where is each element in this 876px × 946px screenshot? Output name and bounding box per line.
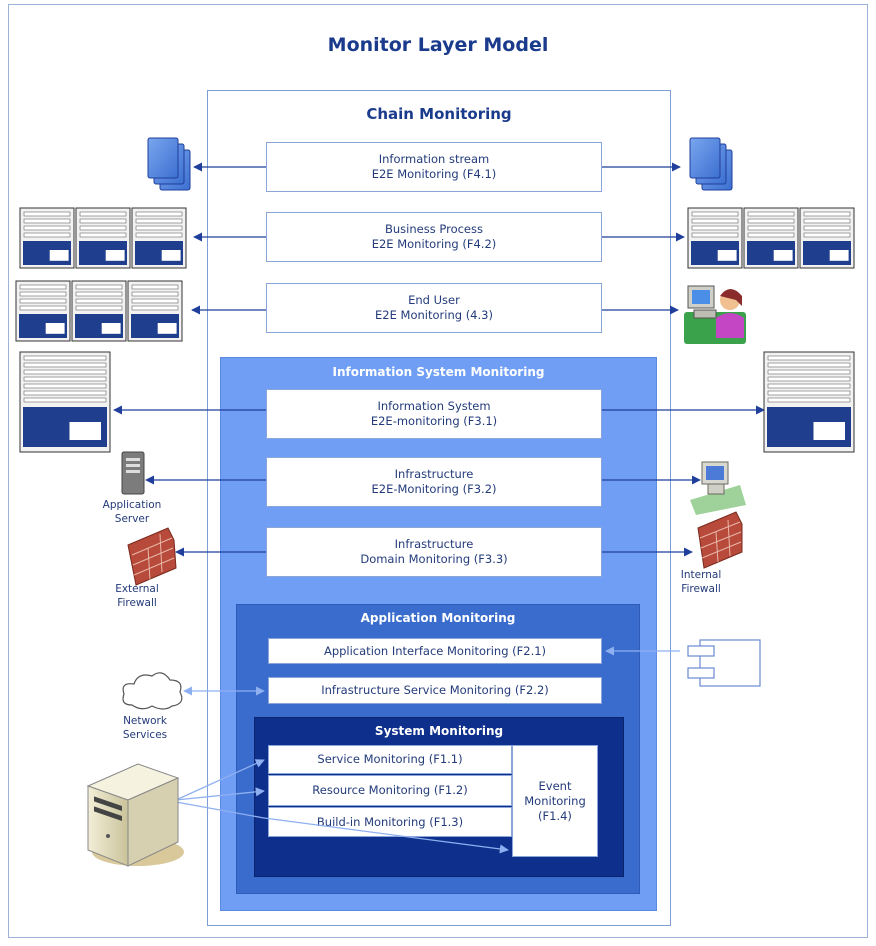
screen-form-icon [15,280,71,342]
application-interface-box: Application Interface Monitoring (F2.1) [268,638,602,664]
infrastructure-e2e-box: Infrastructure E2E-Monitoring (F3.2) [266,457,602,507]
box-line: End User [408,293,460,307]
box-line: Monitoring [524,793,586,808]
service-monitoring-box: Service Monitoring (F1.1) [268,745,512,774]
application-server-icon [121,451,145,495]
label-line: External [115,583,159,595]
box-line: Infrastructure [394,537,474,551]
document-stack-icon [147,137,191,191]
chain-monitoring-title: Chain Monitoring [366,105,512,123]
information-system-monitoring-title: Information System Monitoring [332,365,545,379]
event-monitoring-box: Event Monitoring (F1.4) [512,745,598,857]
screen-form-icon [127,280,183,342]
box-line: Service Monitoring (F1.1) [317,752,463,766]
box-line: E2E Monitoring (F4.2) [371,237,497,251]
server-tower-icon [86,763,184,867]
internal-firewall-label: Internal Firewall [656,568,746,596]
label-line: Firewall [681,583,721,595]
screen-form-icon [687,207,743,269]
information-stream-box: Information stream E2E Monitoring (F4.1) [266,142,602,192]
label-line: Internal [680,569,722,581]
screen-form-icon [799,207,855,269]
label-line: Application [102,499,162,511]
box-line: E2E-Monitoring (F3.2) [371,482,497,496]
business-process-box: Business Process E2E Monitoring (F4.2) [266,212,602,262]
box-line: Event [538,778,572,793]
cloud-icon [122,672,183,710]
resource-monitoring-box: Resource Monitoring (F1.2) [268,775,512,806]
firewall-icon [697,511,743,569]
external-firewall-label: External Firewall [92,582,182,610]
box-line: Domain Monitoring (F3.3) [360,552,508,566]
arrow [263,817,509,854]
label-line: Services [122,729,168,741]
system-monitoring-title: System Monitoring [374,724,504,738]
box-line: E2E Monitoring (F4.1) [371,167,497,181]
screen-form-icon [75,207,131,269]
information-system-box: Information System E2E-monitoring (F3.1) [266,389,602,439]
box-line: Business Process [385,222,483,236]
screen-form-icon [743,207,799,269]
firewall-icon [127,527,177,586]
arrow [175,759,265,801]
box-line: E2E-monitoring (F3.1) [370,414,498,428]
end-user-box: End User E2E Monitoring (4.3) [266,283,602,333]
arrow [175,801,265,819]
box-line: Resource Monitoring (F1.2) [312,783,468,797]
network-services-label: Network Services [100,714,190,742]
user-at-workstation-icon [684,285,746,344]
box-line: Information stream [378,152,490,166]
build-in-monitoring-box: Build-in Monitoring (F1.3) [268,807,512,837]
component-icon [687,639,761,687]
diagram-frame [8,4,868,938]
box-line: Infrastructure [394,467,474,481]
document-stack-icon [689,137,733,191]
label-line: Server [114,513,150,525]
screen-form-icon [19,207,75,269]
diagram-title: Monitor Layer Model [327,34,549,56]
box-line: Build-in Monitoring (F1.3) [316,814,464,829]
box-line: Information System [377,399,491,413]
arrow [175,787,265,801]
infrastructure-service-box: Infrastructure Service Monitoring (F2.2) [268,677,602,704]
label-line: Network [123,715,167,727]
screen-form-icon [763,351,855,453]
infrastructure-domain-box: Infrastructure Domain Monitoring (F3.3) [266,527,602,577]
application-server-label: Application Server [84,498,180,526]
application-monitoring-title: Application Monitoring [360,611,516,625]
box-line: Application Interface Monitoring (F2.1) [323,643,547,658]
label-line: Firewall [117,597,157,609]
desktop-computer-icon [690,461,746,515]
box-line: (F1.4) [538,808,572,823]
screen-form-icon [19,351,111,453]
box-line: Infrastructure Service Monitoring (F2.2) [321,683,549,697]
screen-form-icon [71,280,127,342]
screen-form-icon [131,207,187,269]
box-line: E2E Monitoring (4.3) [375,308,493,322]
